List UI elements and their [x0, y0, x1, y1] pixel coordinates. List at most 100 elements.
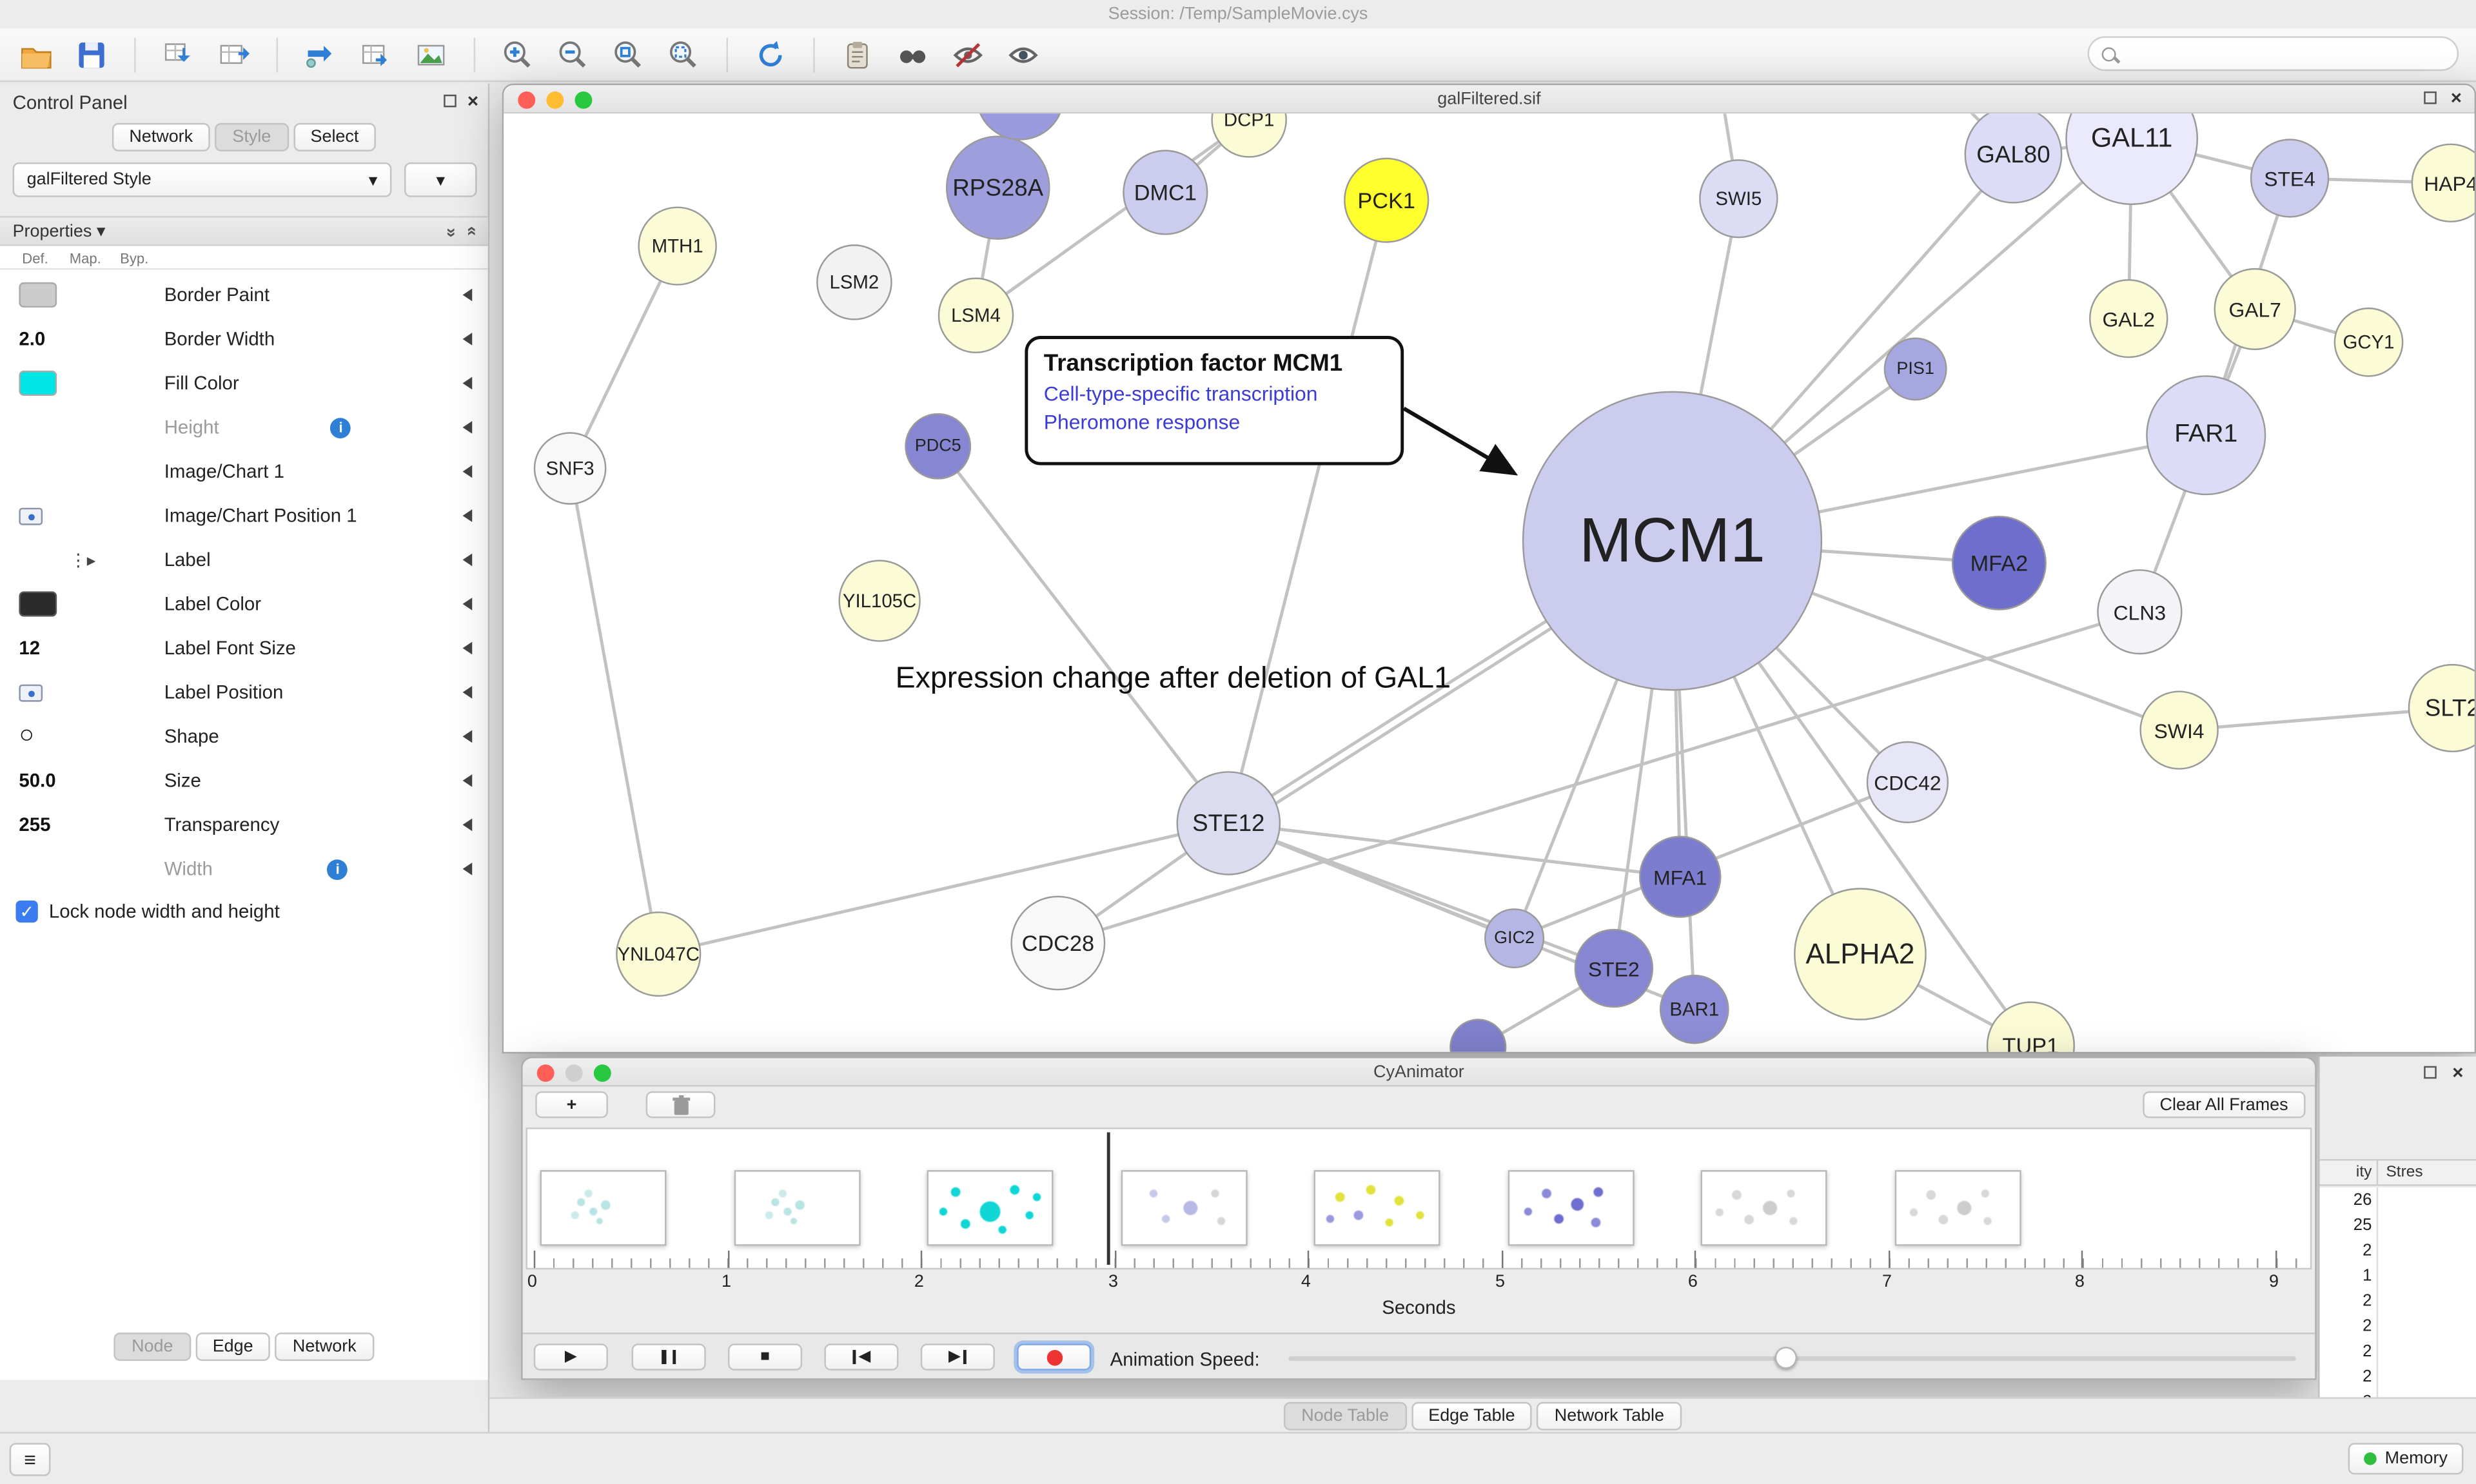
table-row[interactable]: 2: [2320, 1313, 2476, 1339]
frame-thumbnail-4[interactable]: [1121, 1170, 1248, 1246]
tab-node-style[interactable]: Node: [114, 1333, 191, 1362]
add-frame-button[interactable]: +: [535, 1091, 608, 1118]
properties-header[interactable]: Properties ▾ » »: [0, 217, 488, 246]
zoom-out-icon[interactable]: [553, 34, 594, 75]
property-row-height[interactable]: Height i: [0, 405, 488, 449]
node-BAR1[interactable]: BAR1: [1659, 974, 1729, 1044]
close-panel-icon[interactable]: ×: [2452, 1061, 2464, 1084]
property-row-shape[interactable]: ○ Shape: [0, 714, 488, 758]
style-selector[interactable]: galFiltered Style ▾: [12, 162, 392, 197]
tab-network-style[interactable]: Network: [275, 1333, 374, 1362]
node-LSM4[interactable]: LSM4: [938, 277, 1014, 353]
tab-select[interactable]: Select: [293, 122, 377, 151]
property-row-label-color[interactable]: Label Color: [0, 582, 488, 626]
expand-arrow-icon[interactable]: [462, 686, 473, 699]
checkbox-checked-icon[interactable]: ✓: [15, 900, 38, 923]
frame-thumbnail-2[interactable]: [734, 1170, 861, 1246]
frame-thumbnail-6[interactable]: [1508, 1170, 1635, 1246]
node-MFA1[interactable]: MFA1: [1639, 835, 1722, 918]
tab-network[interactable]: Network: [112, 122, 211, 151]
zoom-window-icon[interactable]: [575, 91, 593, 109]
network-window-titlebar[interactable]: galFiltered.sif ×: [504, 85, 2475, 114]
annotation-link-2[interactable]: Pheromone response: [1043, 410, 1241, 434]
memory-button[interactable]: Memory: [2348, 1443, 2464, 1475]
close-window-icon[interactable]: [518, 91, 536, 109]
node-PCK1[interactable]: PCK1: [1344, 157, 1430, 243]
node-DMC1[interactable]: DMC1: [1123, 150, 1208, 235]
node-SWI4[interactable]: SWI4: [2139, 690, 2219, 770]
expand-arrow-icon[interactable]: [462, 421, 473, 434]
property-row-border-paint[interactable]: Border Paint: [0, 273, 488, 317]
tab-node-table[interactable]: Node Table: [1284, 1401, 1406, 1430]
zoom-selected-icon[interactable]: [663, 34, 705, 75]
node-CDC42[interactable]: CDC42: [1866, 741, 1949, 823]
close-window-icon[interactable]: [536, 1064, 555, 1082]
table-row[interactable]: 1: [2320, 1263, 2476, 1289]
export-network-icon[interactable]: [300, 34, 341, 75]
property-row-label[interactable]: ⋮▸ Label: [0, 538, 488, 581]
node-GAL2[interactable]: GAL2: [2089, 278, 2168, 358]
table-row[interactable]: 2: [2320, 1364, 2476, 1390]
import-network-icon[interactable]: [158, 34, 199, 75]
annotation-box[interactable]: Transcription factor MCM1 Cell-type-spec…: [1025, 336, 1404, 465]
float-view-icon[interactable]: [2424, 91, 2437, 104]
zoom-window-icon[interactable]: [593, 1064, 611, 1082]
node-PDC5[interactable]: PDC5: [905, 413, 972, 480]
property-row-border-width[interactable]: 2.0 Border Width: [0, 317, 488, 361]
info-icon[interactable]: i: [330, 417, 351, 438]
show-all-icon[interactable]: [1003, 34, 1044, 75]
property-row-width[interactable]: Width i: [0, 847, 488, 891]
delete-frame-button[interactable]: [645, 1091, 716, 1118]
previous-frame-button[interactable]: ◀: [824, 1343, 899, 1371]
hide-selected-icon[interactable]: [947, 34, 988, 75]
property-row-transparency[interactable]: 255 Transparency: [0, 803, 488, 846]
minimize-window-icon[interactable]: [546, 91, 564, 109]
collapse-all-icon[interactable]: »: [441, 227, 460, 235]
node-CDC28[interactable]: CDC28: [1010, 895, 1106, 991]
node-SNF3[interactable]: SNF3: [533, 432, 607, 505]
expand-arrow-icon[interactable]: [462, 333, 473, 346]
cyanimator-titlebar[interactable]: CyAnimator: [522, 1058, 2315, 1087]
node-FAR1[interactable]: FAR1: [2146, 375, 2266, 496]
search-input[interactable]: [2125, 44, 2457, 63]
expand-arrow-icon[interactable]: [462, 376, 473, 390]
property-row-image-chart[interactable]: Image/Chart 1: [0, 449, 488, 493]
node-GIC2[interactable]: GIC2: [1484, 908, 1545, 969]
expand-arrow-icon[interactable]: [462, 288, 473, 302]
network-canvas[interactable]: DCP1 RPS28A DMC1 PCK1 SWI5 GAL80 GAL11 S…: [504, 113, 2475, 1052]
clear-all-frames-button[interactable]: Clear All Frames: [2142, 1091, 2306, 1118]
record-button[interactable]: [1017, 1343, 1092, 1371]
refresh-icon[interactable]: [750, 34, 791, 75]
node-CLN3[interactable]: CLN3: [2097, 569, 2183, 655]
lock-size-row[interactable]: ✓ Lock node width and height: [15, 900, 280, 923]
table-column-headers[interactable]: ity Stres: [2319, 1159, 2476, 1186]
expand-arrow-icon[interactable]: [462, 598, 473, 610]
mapping-icon[interactable]: ⋮▸: [69, 551, 96, 571]
save-session-icon[interactable]: [71, 34, 112, 75]
frames-timeline[interactable]: [526, 1128, 2312, 1270]
property-row-image-chart-position[interactable]: Image/Chart Position 1: [0, 494, 488, 538]
style-options-button[interactable]: ▾: [404, 162, 477, 197]
close-panel-icon[interactable]: ×: [467, 90, 479, 112]
tab-network-table[interactable]: Network Table: [1537, 1401, 1682, 1430]
table-row[interactable]: 2: [2320, 1338, 2476, 1365]
expand-arrow-icon[interactable]: [462, 641, 473, 655]
node-MFA2[interactable]: MFA2: [1951, 515, 2047, 610]
property-row-label-position[interactable]: Label Position: [0, 670, 488, 714]
node-STE2[interactable]: STE2: [1574, 928, 1654, 1008]
node-RPS28A[interactable]: RPS28A: [945, 135, 1050, 240]
node-PIS1[interactable]: PIS1: [1883, 337, 1947, 401]
node-YNL047C[interactable]: YNL047C: [616, 911, 702, 997]
border-paint-swatch[interactable]: [19, 282, 57, 308]
play-button[interactable]: ▶: [533, 1343, 608, 1371]
next-frame-button[interactable]: ▶: [920, 1343, 995, 1371]
table-row[interactable]: 2: [2320, 1288, 2476, 1314]
clipboard-icon[interactable]: [837, 34, 878, 75]
export-table-icon[interactable]: [355, 34, 397, 75]
expand-arrow-icon[interactable]: [462, 774, 473, 787]
node-STE4[interactable]: STE4: [2250, 139, 2330, 218]
node-GAL7[interactable]: GAL7: [2214, 268, 2296, 351]
node-HAP4[interactable]: HAP4: [2411, 143, 2475, 222]
open-session-icon[interactable]: [15, 34, 57, 75]
frame-thumbnail-1[interactable]: [540, 1170, 667, 1246]
